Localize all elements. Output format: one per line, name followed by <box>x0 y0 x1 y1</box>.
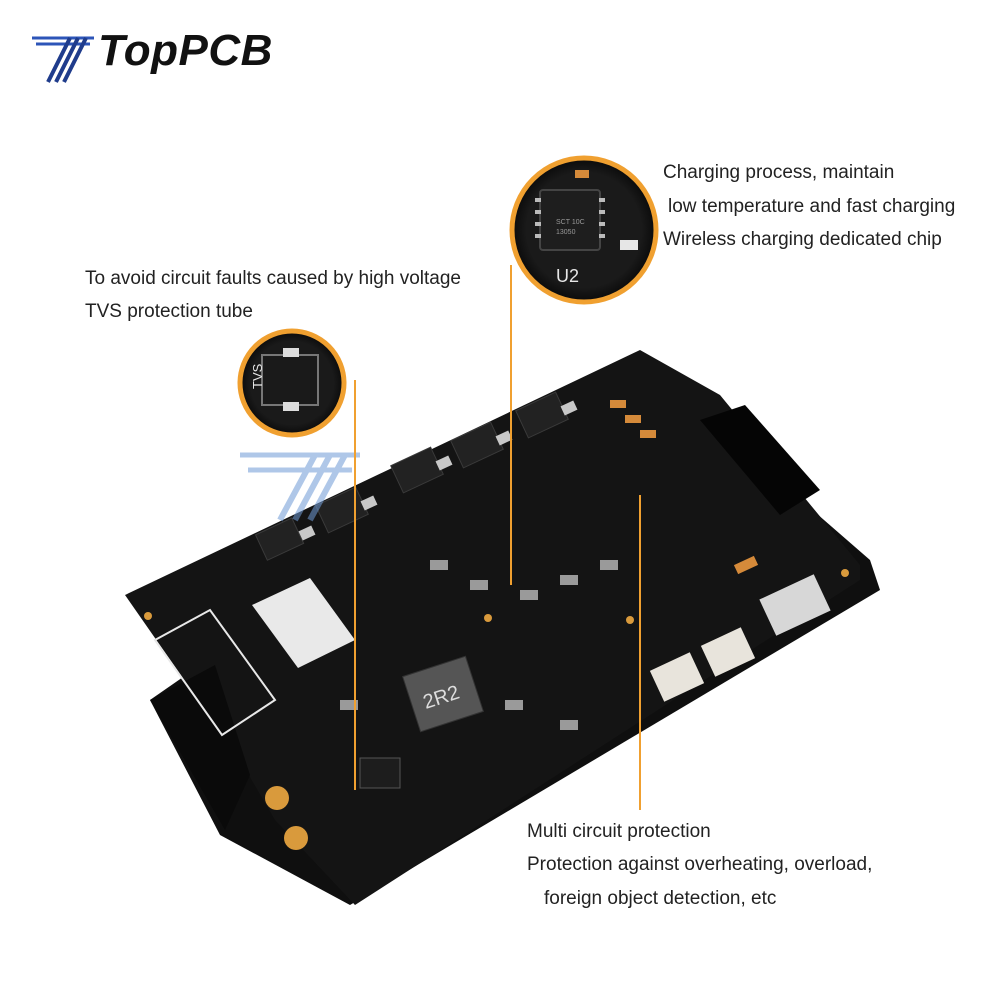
watermark-logo-icon <box>240 452 360 522</box>
caption-tvs-2: TVS protection tube <box>85 301 253 322</box>
chip-marking-2: 13050 <box>556 229 576 236</box>
toppcb-logo-icon <box>32 36 94 83</box>
tvs-zoom-circle: TVS <box>237 328 347 438</box>
caption-protection-1: Multi circuit protection <box>527 821 711 842</box>
caption-charging-2: low temperature and fast charging <box>668 196 956 217</box>
caption-charging-3: Wireless charging dedicated chip <box>663 229 942 250</box>
caption-protection-2: Protection against overheating, overload… <box>527 854 873 875</box>
caption-tvs-1: To avoid circuit faults caused by high v… <box>85 268 461 289</box>
chip-label: U2 <box>556 266 579 286</box>
brand-name: TopPCB <box>98 26 273 75</box>
chip-marking-1: SCT 10C <box>556 219 585 226</box>
circuit-board: 2R2 <box>125 350 880 905</box>
chip-zoom-circle: SCT 10C 13050 U2 <box>509 155 659 305</box>
tvs-label: TVS <box>250 363 265 389</box>
caption-charging-1: Charging process, maintain <box>663 162 895 183</box>
caption-protection-3: foreign object detection, etc <box>544 888 777 909</box>
